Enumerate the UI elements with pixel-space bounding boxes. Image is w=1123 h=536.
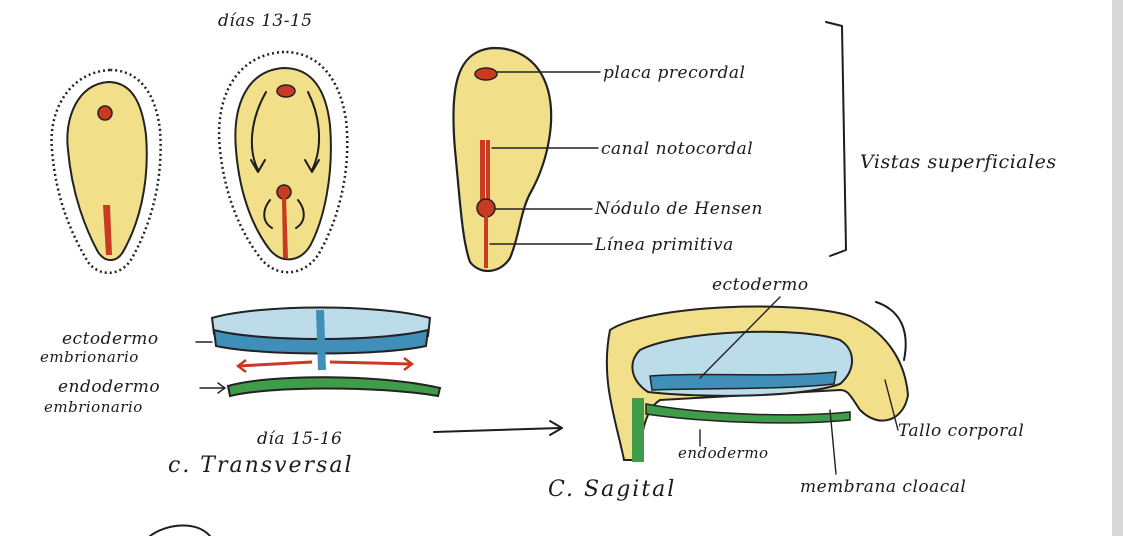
embryo-3-canal [480,140,485,200]
label-linea-primitiva: Línea primitiva [594,235,734,255]
arrow-to-sagittal [434,421,562,435]
transverse-section [212,308,440,397]
label-endodermo-s: endodermo [678,444,769,462]
embryo-3-node [477,199,495,217]
label-nodulo-hensen: Nódulo de Hensen [594,199,763,219]
label-membrana-cloacal: membrana cloacal [800,477,966,497]
embryo-3-plate [475,68,497,80]
caption-sagital: C. Sagital [548,477,676,502]
embryo-1-plate [98,106,112,120]
label-dia-15-16: día 15-16 [257,429,342,449]
embryo-1 [52,70,161,273]
label-tallo-corporal: Tallo corporal [898,421,1024,441]
label-endodermo-t: endodermo [58,377,160,397]
embryo-2-node [277,185,291,199]
scan-edge [1112,0,1123,536]
label-endodermo-t-sub: embrionario [44,398,143,416]
label-ectodermo-t-sub: embrionario [40,348,139,366]
partial-drawing [150,525,210,536]
label-ectodermo-s: ectodermo [712,275,809,295]
bracket [826,22,846,256]
label-ectodermo-t: ectodermo [62,329,159,349]
label-vistas-superficiales: Vistas superficiales [860,151,1057,173]
leader-endodermo-t [200,383,225,393]
endoderm-layer [228,377,440,396]
embryo-3 [453,48,551,271]
embryo-3-streak [484,216,488,268]
embryo-3-disc [453,48,551,271]
endoderm-sagittal [646,404,850,423]
label-placa-precordal: placa precordal [603,63,745,83]
caption-transversal: c. Transversal [168,453,353,478]
sagittal-section [607,302,908,462]
days-label: días 13-15 [218,11,313,31]
label-canal-notocordal: canal notocordal [601,139,753,159]
embryo-2-plate [277,85,295,97]
embryo-2 [219,52,347,272]
